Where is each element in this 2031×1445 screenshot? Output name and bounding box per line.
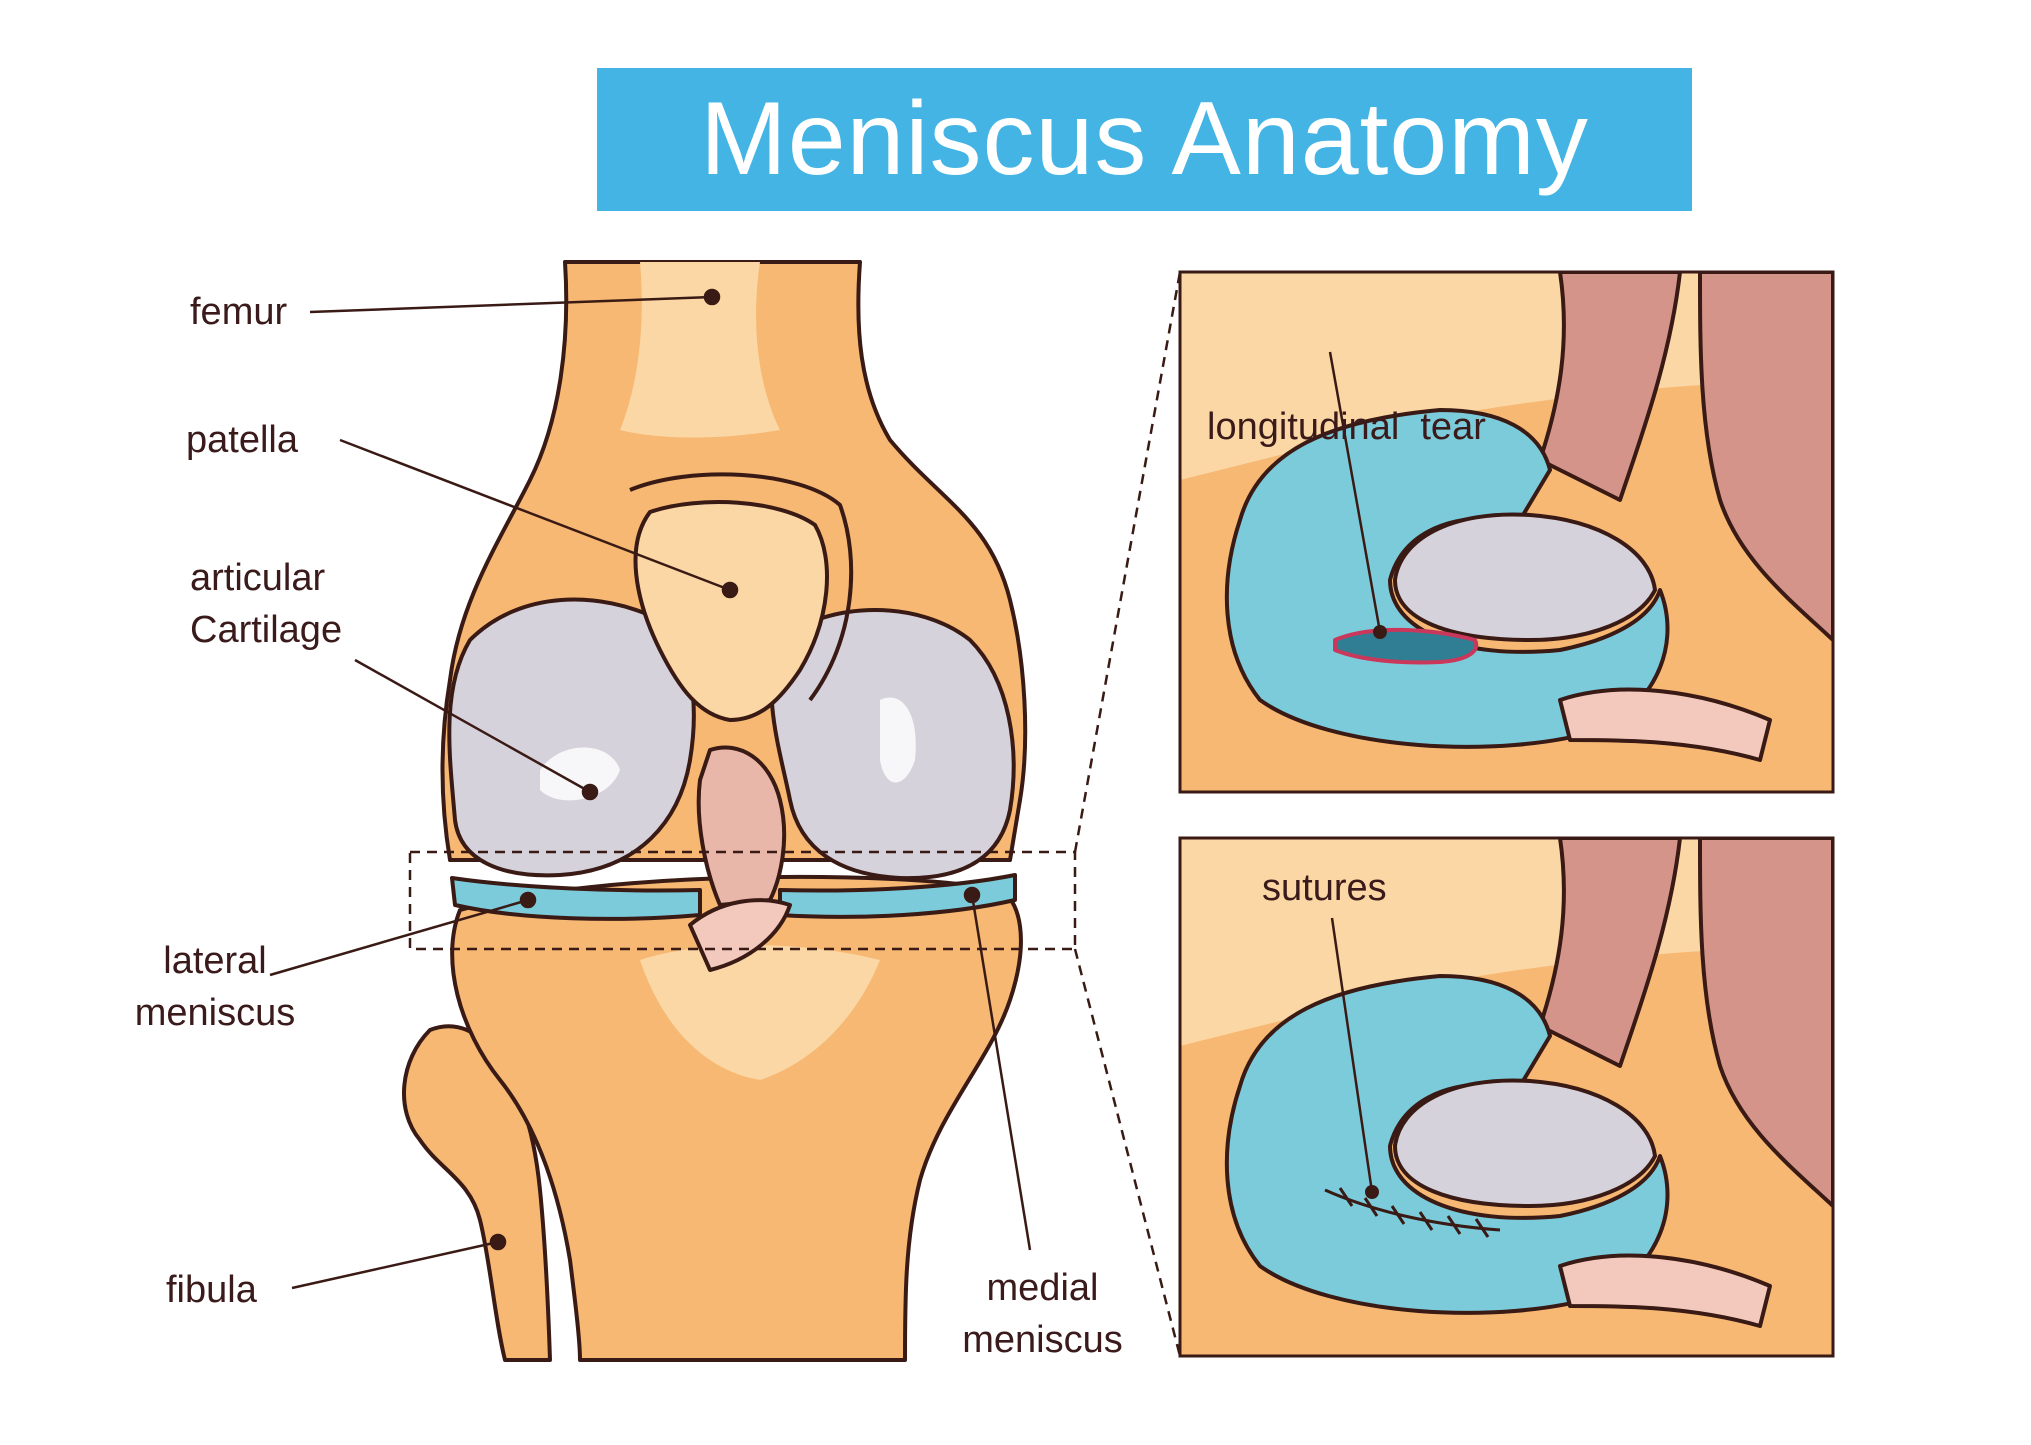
label-lateral-meniscus: lateral meniscus: [134, 940, 296, 1034]
leader-lines: [269, 288, 1032, 1290]
title-banner: Meniscus Anatomy: [597, 68, 1692, 211]
patella-socket: [629, 472, 854, 702]
tear-mark: [1333, 627, 1479, 665]
zoom-region-box: [408, 850, 1077, 951]
label-fibula: fibula: [166, 1269, 257, 1311]
patella-bone: [633, 500, 829, 722]
label-articular-cartilage: articular Cartilage: [190, 557, 343, 651]
suture-marks: [1324, 1187, 1501, 1238]
cartilage-bottom: [1393, 1078, 1657, 1208]
knee-front-view: [402, 260, 1028, 1362]
tibia-highlight: [640, 945, 880, 1080]
cartilage-top: [1393, 512, 1657, 642]
label-femur: femur: [190, 291, 288, 333]
ligament-bottom: [1538, 838, 1682, 1068]
tibia-bone: [450, 874, 1023, 1362]
meniscus-bottom: [1224, 974, 1670, 1315]
inset-sutures: [1178, 836, 1835, 1358]
label-longitudinal-tear: longitudinal tear: [1207, 406, 1486, 448]
cruciate-ligaments: [696, 745, 787, 907]
zoom-connector-bottom: [1073, 948, 1182, 1357]
meniscus-top: [1224, 408, 1670, 749]
medial-condyle-shine: [880, 697, 916, 783]
medial-meniscus-band: [778, 873, 1017, 919]
diagram-title: Meniscus Anatomy: [700, 81, 1589, 197]
lateral-condyle-cartilage: [447, 597, 696, 878]
inset-tear: [1178, 270, 1835, 794]
lateral-condyle-shine: [540, 747, 620, 801]
label-sutures: sutures: [1262, 867, 1387, 909]
lateral-meniscus-band: [450, 876, 702, 921]
ligament-top: [1538, 272, 1682, 502]
label-patella: patella: [186, 419, 298, 461]
tibial-plateau-ligament: [688, 898, 792, 972]
label-medial-meniscus: medial meniscus: [962, 1267, 1123, 1361]
zoom-connector-top: [1073, 271, 1182, 853]
femur-highlight: [620, 262, 780, 438]
